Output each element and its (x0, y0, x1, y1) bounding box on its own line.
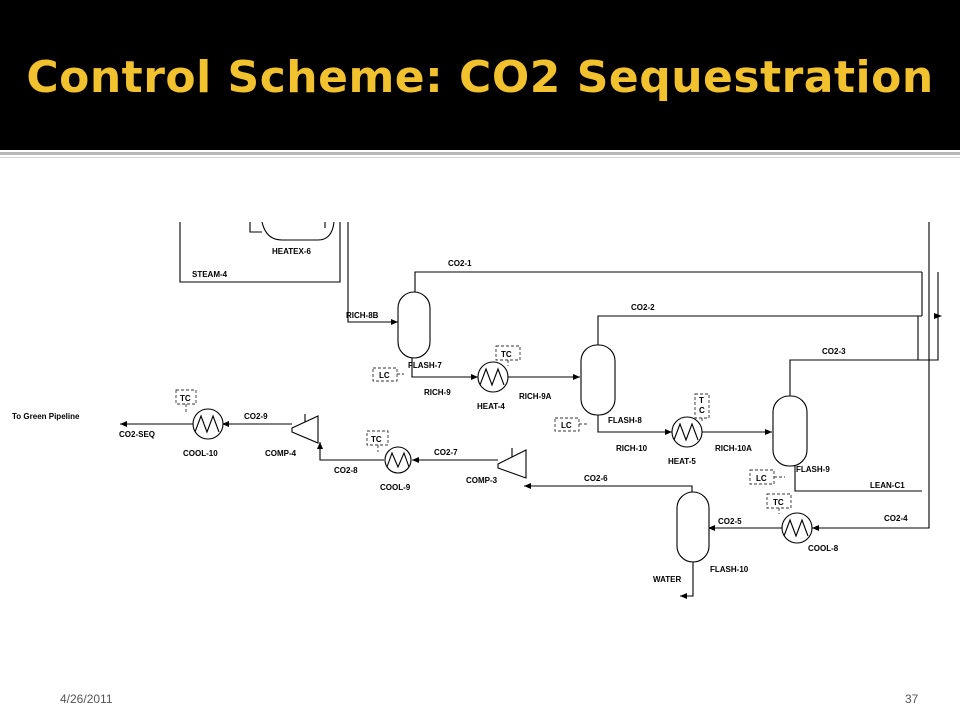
controller-t-heat-5: T (699, 396, 704, 405)
label-heat-4: HEAT-4 (477, 402, 505, 411)
label-cool-10: COOL-10 (183, 449, 218, 458)
label-co2-8: CO2-8 (334, 466, 358, 475)
label-co2-9: CO2-9 (244, 412, 268, 421)
controller-lc-flash-9: LC (756, 474, 767, 483)
controller-tc-cool-8: TC (773, 498, 784, 507)
label-lean-c1: LEAN-C1 (870, 481, 905, 490)
controller-tc-cool-9: TC (371, 435, 382, 444)
comp-4-compressor (291, 415, 319, 444)
cool-8-exchanger (781, 512, 813, 544)
label-comp-3: COMP-3 (466, 476, 498, 485)
label-flash-9: FLASH-9 (796, 465, 830, 474)
label-co2-3: CO2-3 (822, 347, 846, 356)
label-co2-seq: CO2-SEQ (119, 430, 155, 439)
label-water: WATER (653, 575, 682, 584)
label-co2-5: CO2-5 (718, 517, 742, 526)
label-comp-4: COMP-4 (265, 449, 297, 458)
label-heatex-6: HEATEX-6 (272, 247, 312, 256)
label-rich-10a: RICH-10A (715, 444, 752, 453)
label-to-green-pipeline: To Green Pipeline (12, 412, 80, 421)
label-flash-8: FLASH-8 (608, 416, 642, 425)
cool-10-exchanger (192, 408, 224, 440)
controller-lc-flash-7: LC (379, 371, 390, 380)
title-divider (0, 152, 960, 155)
label-co2-1: CO2-1 (448, 259, 472, 268)
flash-7-vessel (397, 291, 431, 359)
label-co2-4: CO2-4 (884, 514, 908, 523)
label-cool-9: COOL-9 (380, 483, 411, 492)
slide-date: 4/26/2011 (60, 692, 113, 706)
controller-tc-cool-10: TC (180, 394, 191, 403)
label-co2-2: CO2-2 (631, 303, 655, 312)
heat-4-exchanger (477, 361, 509, 393)
label-rich-10: RICH-10 (616, 444, 648, 453)
flash-9-vessel (772, 395, 808, 467)
label-rich-9a: RICH-9A (519, 392, 552, 401)
label-rich-8b: RICH-8B (346, 311, 379, 320)
slide-page-number: 37 (905, 692, 919, 706)
title-divider-thin (0, 157, 960, 158)
cool-9-exchanger (384, 446, 412, 474)
heat-5-exchanger (671, 416, 703, 448)
lc-box-flash-8 (554, 417, 580, 432)
flash-8-vessel (580, 344, 616, 416)
controller-c-heat-5: C (699, 406, 705, 415)
label-cool-8: COOL-8 (808, 544, 839, 553)
controller-tc-heat-4: TC (501, 350, 512, 359)
lc-box-flash-7 (372, 367, 398, 382)
label-co2-7: CO2-7 (434, 448, 458, 457)
label-flash-10: FLASH-10 (710, 565, 749, 574)
label-co2-6: CO2-6 (584, 474, 608, 483)
label-steam-4: STEAM-4 (192, 270, 228, 279)
comp-3-compressor (497, 449, 527, 479)
tc-box-cool-10 (175, 389, 197, 405)
label-rich-9: RICH-9 (424, 388, 451, 397)
label-heat-5: HEAT-5 (668, 457, 696, 466)
tc-box-cool-9 (366, 430, 389, 446)
slide-title: Control Scheme: CO2 Sequestration (26, 52, 934, 103)
title-bar (0, 0, 960, 150)
flash-10-vessel (676, 491, 710, 563)
controller-lc-flash-8: LC (561, 421, 572, 430)
label-flash-7: FLASH-7 (408, 361, 442, 370)
